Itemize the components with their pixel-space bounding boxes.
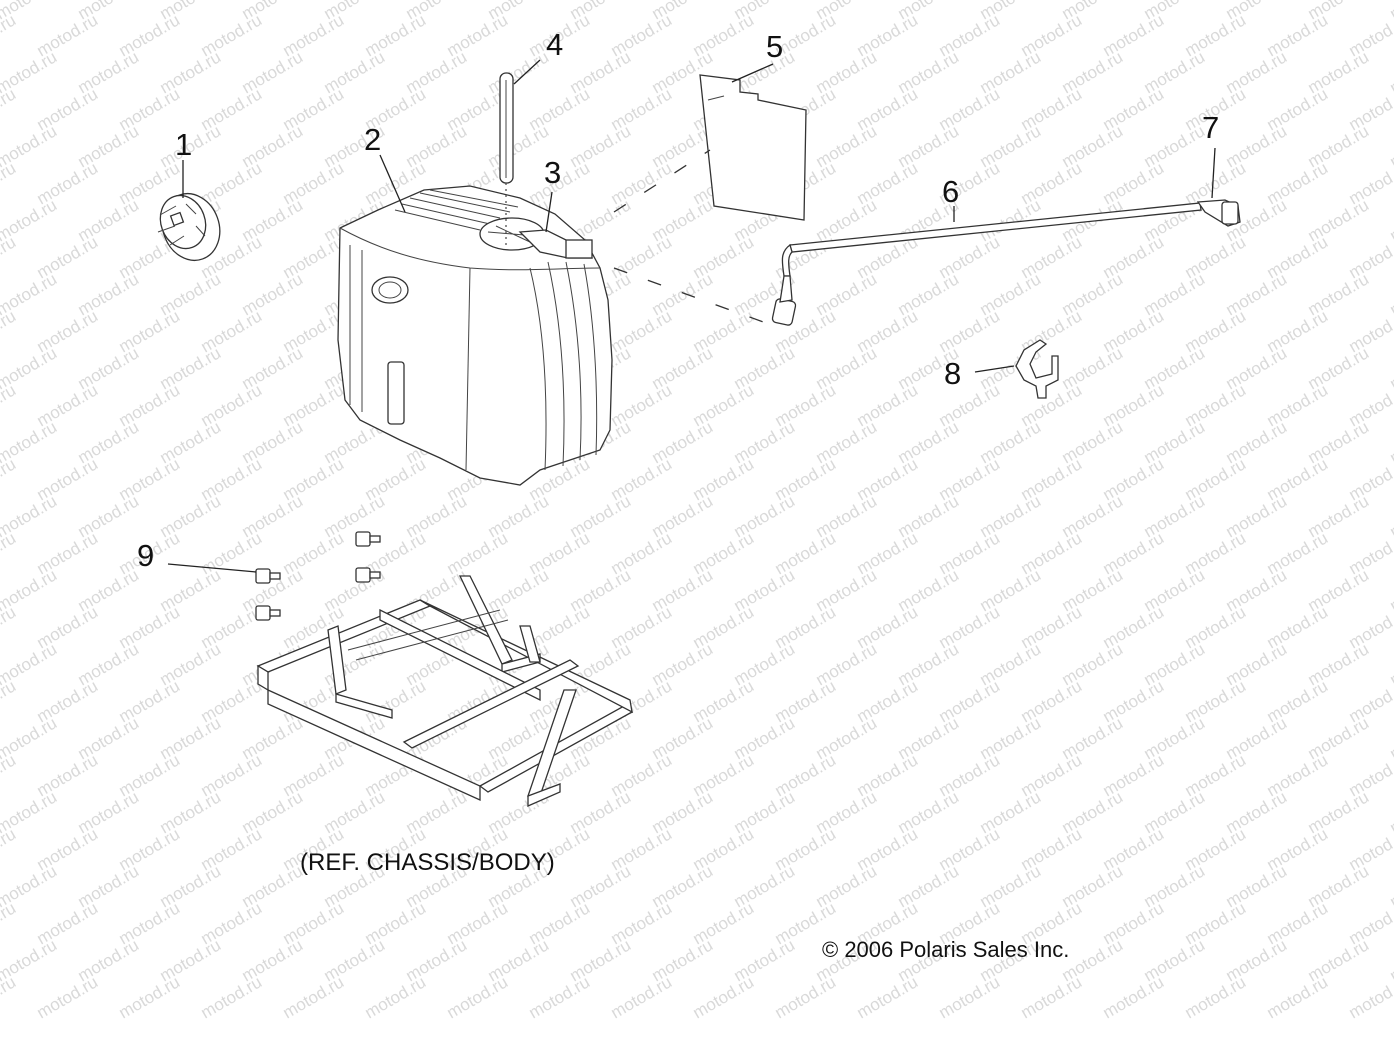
watermark-text: motod.ru (1100, 972, 1168, 1022)
watermark-text: motod.ru (0, 232, 19, 282)
part-9-bolts (255, 531, 381, 621)
watermark-text: motod.ru (116, 972, 184, 1022)
leader-3 (545, 191, 553, 233)
watermark-text: motod.ru (1264, 972, 1332, 1022)
watermark-text: motod.ru (0, 10, 19, 60)
watermark-text: motod.ru (0, 380, 19, 430)
watermark-text: motod.ru (1018, 972, 1086, 1022)
part-5-gasket (699, 74, 807, 221)
watermark-text: motod.ru (34, 972, 102, 1022)
callout-7: 7 (1202, 110, 1219, 145)
watermark-text: motod.ru (444, 972, 512, 1022)
watermark-text: motod.ru (0, 84, 19, 134)
callout-6: 6 (942, 174, 959, 209)
callout-8: 8 (944, 356, 961, 391)
watermark-text: motod.ru (526, 972, 594, 1022)
leader-2 (379, 154, 406, 213)
watermark-text: motod.ru (1346, 972, 1394, 1022)
callout-4: 4 (546, 27, 563, 62)
watermark-text: motod.ru (854, 972, 922, 1022)
watermark-text: motod.ru (0, 898, 19, 948)
watermark-text: motod.ru (772, 972, 840, 1022)
copyright-notice: © 2006 Polaris Sales Inc. (822, 937, 1069, 962)
part-8-clip (1015, 339, 1059, 399)
reference-note: (REF. CHASSIS/BODY) (300, 849, 555, 876)
watermark-text: motod.ru (280, 972, 348, 1022)
leader-4 (513, 59, 541, 85)
leader-8 (974, 365, 1015, 373)
watermark-layer: motod.ru motod.ru motod.ru motod.ru motod.ru… (0, 0, 1394, 1022)
watermark-text: motod.ru (0, 158, 19, 208)
watermark-text: motod.ru (362, 972, 430, 1022)
watermark-text: motod.ru (0, 750, 19, 800)
callout-5: 5 (766, 29, 783, 64)
watermark-text: motod.ru (0, 306, 19, 356)
watermark-text: motod.ru (0, 824, 19, 874)
chassis-frame-reference (256, 575, 634, 807)
watermark-text: motod.ru (0, 676, 19, 726)
watermark-text: motod.ru (198, 972, 266, 1022)
callout-2: 2 (364, 122, 381, 157)
watermark-text: motod.ru (0, 528, 19, 578)
part-1-fuel-cap (157, 192, 221, 262)
watermark-text: motod.ru (936, 972, 1004, 1022)
part-5-alignment-b (613, 267, 781, 329)
leader-9 (167, 563, 257, 573)
watermark-text: motod.ru (0, 602, 19, 652)
leader-5 (731, 63, 774, 83)
watermark-text: motod.ru (608, 972, 676, 1022)
watermark-text: motod.ru (1387, 0, 1394, 23)
watermark-text: motod.ru (1182, 972, 1250, 1022)
part-3-fitting (518, 229, 593, 259)
callout-1: 1 (175, 127, 192, 162)
part-6-fuel-hose (771, 202, 1202, 326)
callout-9: 9 (137, 538, 154, 573)
watermark-text: motod.ru (0, 454, 19, 504)
part-7-connector (1196, 199, 1241, 227)
callout-3: 3 (544, 155, 561, 190)
part-4-vent-tube (499, 72, 514, 184)
leader-7 (1211, 147, 1216, 199)
watermark-text: motod.ru (690, 972, 758, 1022)
part-2-fuel-tank (337, 185, 613, 486)
watermark-text: motod.ru (0, 972, 19, 1022)
